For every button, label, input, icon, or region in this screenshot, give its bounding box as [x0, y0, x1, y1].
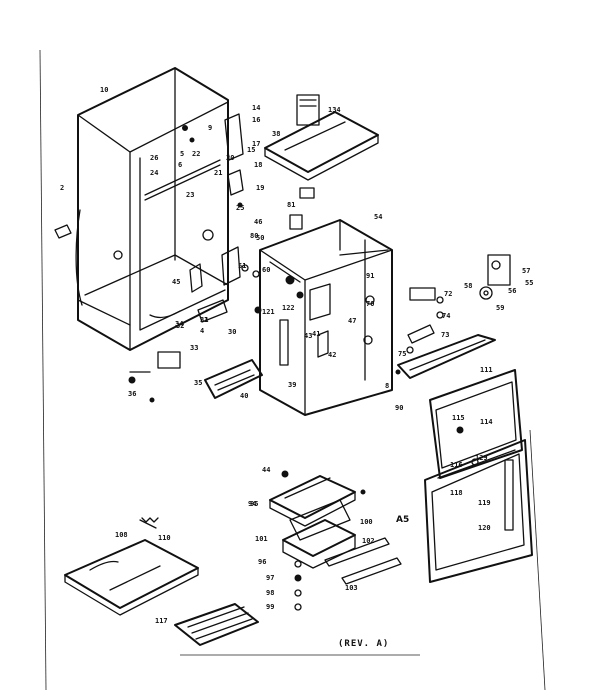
part-label: 102 [362, 537, 375, 545]
part-label: 56 [508, 287, 516, 295]
part-label: 47 [348, 317, 356, 325]
part-label: 103 [345, 584, 358, 592]
part-label: 51 [238, 262, 246, 270]
part-label: 96 [258, 558, 266, 566]
part-label: 97 [266, 574, 274, 582]
part-label: 119 [478, 499, 491, 507]
part-label: 100 [360, 518, 373, 526]
control-hardware [395, 254, 511, 379]
part-label: 75 [398, 350, 406, 358]
section-mark: A5 [396, 515, 409, 525]
part-label: 72 [444, 290, 452, 298]
part-label: 54 [374, 213, 382, 221]
part-label: 94 [248, 500, 256, 508]
part-label: 95 [250, 500, 258, 508]
part-label: 17 [252, 140, 260, 148]
part-label: 117 [155, 617, 168, 625]
part-label: 99 [266, 603, 274, 611]
part-label: 18 [254, 161, 262, 169]
part-label: 2 [60, 184, 64, 192]
part-label: 129 [475, 454, 488, 462]
part-label: 59 [496, 304, 504, 312]
part-label: 50 [256, 234, 264, 242]
part-label: 115 [452, 414, 465, 422]
door-assembly [424, 369, 533, 583]
part-label: 36 [128, 390, 136, 398]
part-label: 81 [287, 201, 295, 209]
part-label: 122 [282, 304, 295, 312]
part-label: 111 [480, 366, 493, 374]
part-label: 42 [328, 351, 336, 359]
part-label: 134 [328, 106, 341, 114]
part-label: 8 [385, 382, 389, 390]
part-label: 58 [464, 282, 472, 290]
part-label: 55 [525, 279, 533, 287]
part-label: 41 [312, 330, 320, 338]
part-label: 114 [480, 418, 493, 426]
part-label: 6 [178, 161, 182, 169]
part-label: 110 [158, 534, 171, 542]
part-label: 20 [226, 154, 234, 162]
lower-grille [204, 359, 263, 399]
part-label: 45 [172, 278, 180, 286]
revision-label: (REV. A) [338, 639, 389, 649]
part-label: 40 [240, 392, 248, 400]
part-label: 4 [200, 327, 204, 335]
part-label: 19 [256, 184, 264, 192]
part-label: 5 [180, 150, 184, 158]
cabinet-shell [75, 67, 229, 351]
part-label: 98 [266, 589, 274, 597]
part-label: 108 [115, 531, 128, 539]
part-label: 101 [255, 535, 268, 543]
part-label: 38 [272, 130, 280, 138]
part-label: 39 [288, 381, 296, 389]
part-label: 118 [450, 489, 463, 497]
part-labels: 10 14 15 16 17 18 19 20 21 22 23 24 25 2… [60, 86, 533, 625]
crisper-assembly [269, 470, 402, 611]
top-shelf [264, 94, 379, 181]
drain-pan [64, 517, 199, 616]
part-label: 31 [200, 316, 208, 324]
part-label: 60 [262, 266, 270, 274]
part-label: 121 [262, 308, 275, 316]
part-label: 3 [204, 316, 208, 324]
part-label: 91 [366, 272, 374, 280]
part-label: 73 [441, 331, 449, 339]
part-label: 23 [186, 191, 194, 199]
part-label: 120 [478, 524, 491, 532]
right-margin-line [529, 429, 546, 690]
part-label: 24 [150, 169, 158, 177]
part-label: 35 [194, 379, 202, 387]
part-label: 15 [247, 146, 255, 154]
part-label: 14 [252, 104, 260, 112]
part-label: 22 [192, 150, 200, 158]
part-label: 33 [190, 344, 198, 352]
part-label: 46 [254, 218, 262, 226]
freezer-liner [259, 187, 393, 416]
part-label: 44 [262, 466, 270, 474]
part-label: 74 [442, 312, 450, 320]
part-label: 21 [214, 169, 222, 177]
part-label: 26 [150, 154, 158, 162]
part-label: 34 [175, 320, 183, 328]
part-label: 30 [228, 328, 236, 336]
part-label: 90 [395, 404, 403, 412]
part-label: 70 [366, 300, 374, 308]
part-label: 10 [100, 86, 108, 94]
cabinet-hardware [54, 113, 262, 403]
part-label: 25 [236, 204, 244, 212]
left-margin-line [39, 49, 47, 690]
part-label: 116 [450, 461, 463, 469]
part-label: 43 [304, 332, 312, 340]
part-label: 32 [176, 322, 184, 330]
part-label: 80 [250, 232, 258, 240]
part-label: 16 [252, 116, 260, 124]
part-label: 9 [208, 124, 212, 132]
toe-grille [174, 603, 259, 646]
part-label: 57 [522, 267, 530, 275]
